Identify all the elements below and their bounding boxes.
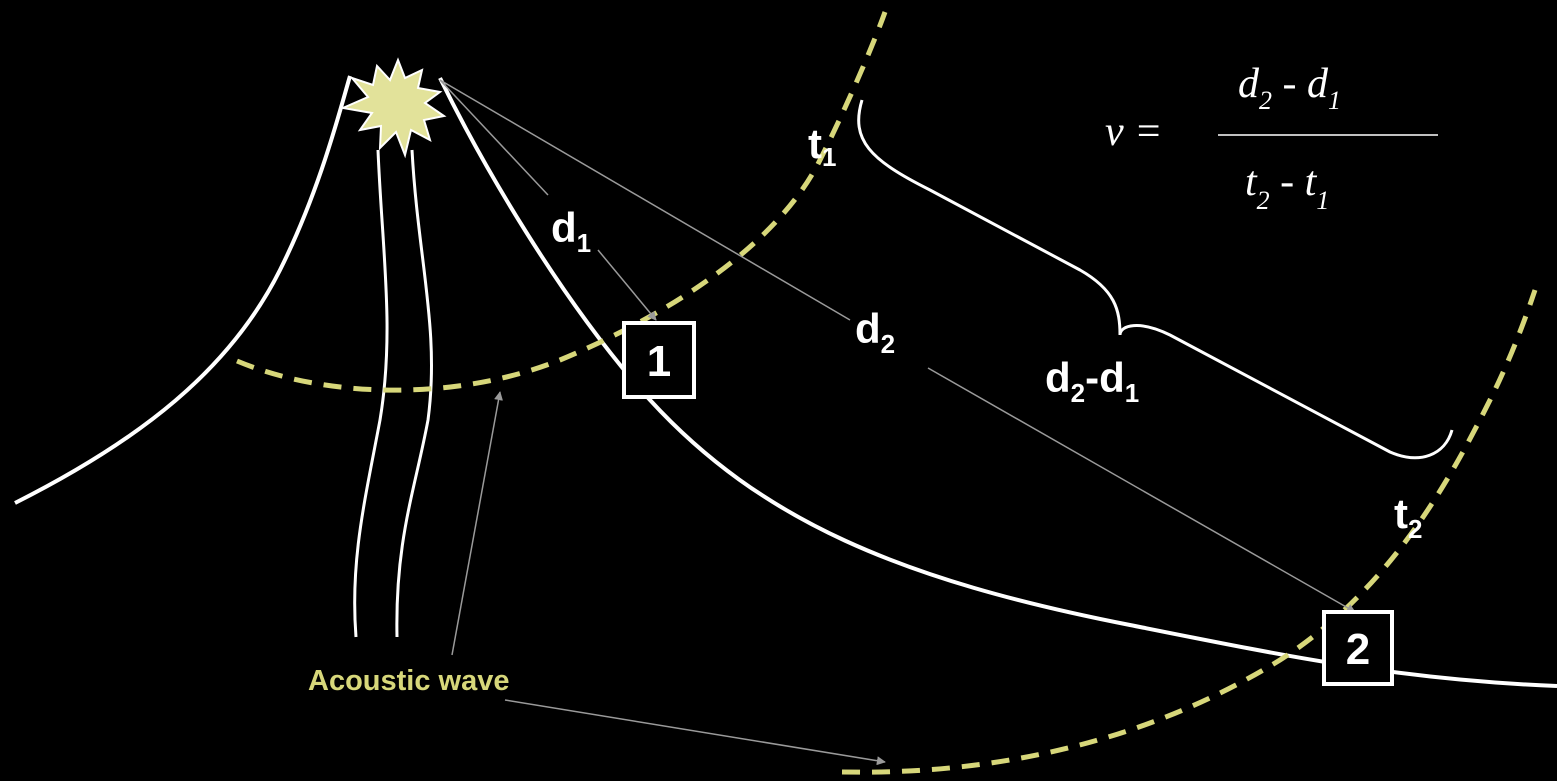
label-t1-base: t [808, 120, 822, 167]
formula-num-b-sub: 1 [1328, 86, 1341, 115]
volcano-right-flank [438, 77, 1557, 688]
label-d2-minus-d1-base-b: d [1099, 354, 1125, 401]
arrow-acoustic-to-wave-t1 [451, 391, 503, 656]
label-d2-minus-d1-base-a: d [1045, 354, 1071, 401]
formula-num-a-sub: 2 [1259, 86, 1272, 115]
label-t2-base: t [1394, 490, 1408, 537]
formula-num-op: - [1272, 61, 1307, 107]
station-2-label: 2 [1346, 625, 1370, 674]
arrow-d2-upper [439, 79, 851, 321]
label-d2-minus-d1-sub-a: 2 [1071, 378, 1085, 408]
wavefront-t2 [841, 289, 1538, 775]
label-d2: d2 [855, 305, 895, 359]
label-t1: t1 [808, 120, 836, 172]
label-d2-minus-d1-minus: - [1085, 354, 1099, 401]
formula-den-a-sub: 2 [1257, 186, 1270, 215]
explosion-burst-icon [339, 57, 447, 159]
label-d1-sub: 1 [577, 228, 591, 258]
formula-numerator: d2 - d1 [1238, 61, 1341, 115]
conduit-right-wall [395, 149, 433, 638]
arrow-d1-upper [439, 79, 549, 196]
formula-den-b-sub: 1 [1316, 186, 1329, 215]
label-acoustic-wave: Acoustic wave [308, 665, 509, 697]
label-t2: t2 [1394, 490, 1422, 544]
formula-lhs: v = [1105, 109, 1162, 155]
distance-difference-brace [857, 99, 1454, 460]
wavefront-t1 [236, 11, 888, 393]
label-t2-sub: 2 [1408, 514, 1422, 544]
conduit-left-wall [353, 149, 389, 638]
formula-den-op: - [1270, 159, 1305, 205]
formula-den-b: t [1305, 159, 1318, 205]
formula-num-b: d [1307, 61, 1329, 107]
formula-num-a: d [1238, 61, 1260, 107]
label-d1-base: d [551, 204, 577, 251]
arrow-d1-to-station-1 [597, 249, 657, 321]
label-d2-base: d [855, 305, 881, 352]
formula-den-a: t [1245, 159, 1258, 205]
station-2-box [1322, 610, 1394, 686]
station-2: 2 [1322, 610, 1394, 686]
formula-denominator: t2 - t1 [1245, 159, 1329, 215]
label-d1: d1 [551, 204, 591, 258]
station-1: 1 [622, 321, 696, 399]
velocity-formula: v = d2 - d1 t2 - t1 [1105, 61, 1438, 215]
volcano-left-flank [14, 75, 352, 505]
station-1-box [622, 321, 696, 399]
label-d2-sub: 2 [881, 329, 895, 359]
station-1-label: 1 [647, 337, 671, 386]
label-t1-sub: 1 [822, 142, 836, 172]
arrow-d2-to-station-2 [927, 367, 1356, 613]
label-d2-minus-d1-sub-b: 1 [1125, 378, 1139, 408]
arrow-acoustic-to-wave-t2 [504, 699, 886, 766]
label-d2-minus-d1: d2-d1 [1045, 354, 1139, 408]
